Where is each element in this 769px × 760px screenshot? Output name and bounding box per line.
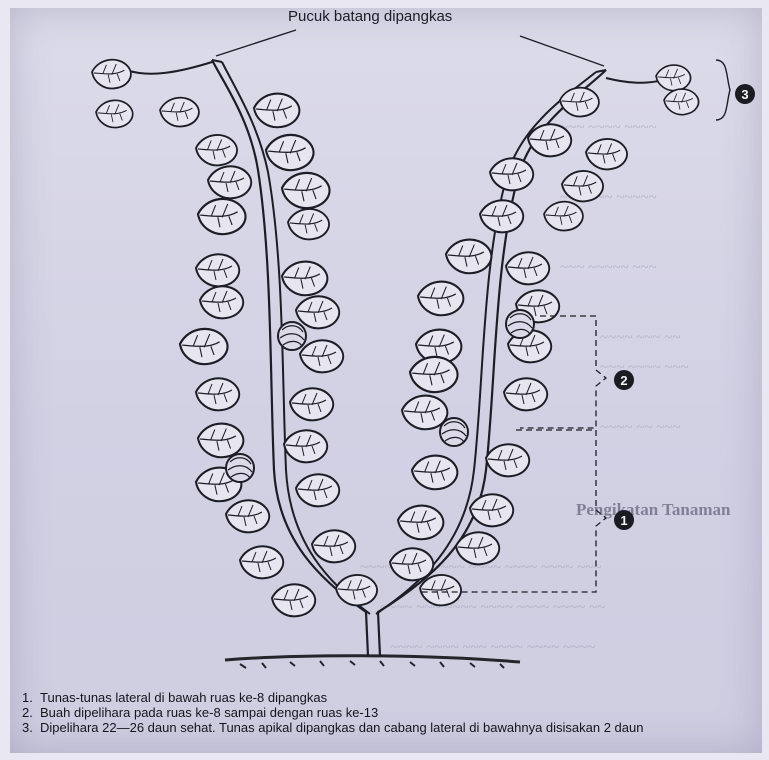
note-text: Buah dipelihara pada ruas ke-8 sampai de… [40,705,378,720]
note-number: 1. [22,690,40,705]
note-text: Tunas-tunas lateral di bawah ruas ke-8 d… [40,690,327,705]
marker-2: 2 [614,370,634,390]
note-item: 1. Tunas-tunas lateral di bawah ruas ke-… [22,690,757,705]
top-shoot-label: Pucuk batang dipangkas [288,8,452,25]
note-item: 3. Dipelihara 22—26 daun sehat. Tunas ap… [22,720,757,735]
note-text: Dipelihara 22—26 daun sehat. Tunas apika… [40,720,643,735]
left-leaves [92,60,377,617]
note-number: 3. [22,720,40,735]
bracket-3 [716,60,730,120]
note-number: 2. [22,705,40,720]
marker-3: 3 [735,84,755,104]
soil-line [225,656,520,668]
caption-notes: 1. Tunas-tunas lateral di bawah ruas ke-… [22,690,757,735]
right-leaves [390,65,699,605]
marker-1: 1 [614,510,634,530]
note-item: 2. Buah dipelihara pada ruas ke-8 sampai… [22,705,757,720]
